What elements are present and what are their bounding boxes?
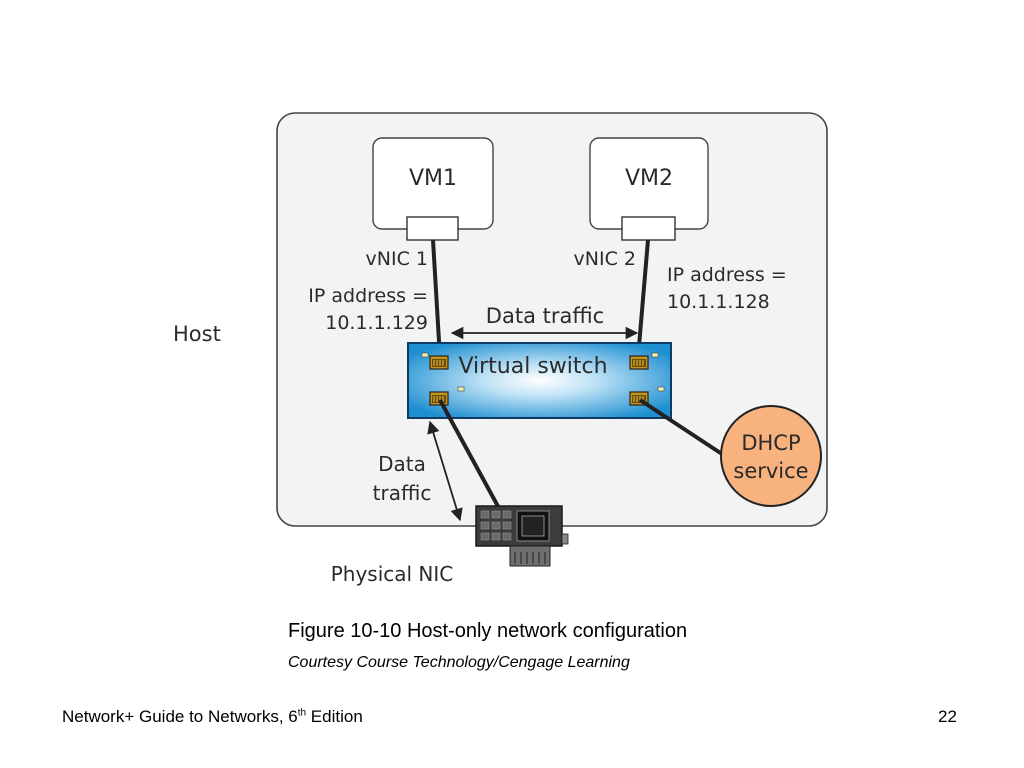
footer-book-sup: th xyxy=(297,707,307,719)
vm2-ip-line1: IP address = xyxy=(667,264,787,286)
physical-nic-card-icon xyxy=(475,505,569,567)
vm1-ip-line1: IP address = xyxy=(308,285,428,307)
data-traffic-top-label: Data traffic xyxy=(486,304,604,328)
vnic2-connector xyxy=(621,216,676,241)
switch-port-icon xyxy=(429,391,449,406)
physical-nic-cable xyxy=(438,399,502,511)
data-traffic-bottom-line2: traffic xyxy=(373,481,432,505)
virtual-switch-label: Virtual switch xyxy=(458,354,607,379)
vm2-cable xyxy=(636,239,650,359)
footer-book-suffix: Edition xyxy=(306,707,363,726)
dhcp-label-line2: service xyxy=(733,459,808,483)
port-led-icon xyxy=(421,352,429,358)
dhcp-cable xyxy=(638,398,727,458)
switch-port-icon xyxy=(429,355,449,370)
port-led-icon xyxy=(651,352,659,358)
data-traffic-bottom-line1: Data xyxy=(378,452,426,476)
vm1-cable xyxy=(431,239,442,359)
dhcp-service-node xyxy=(720,405,822,507)
data-traffic-arrow-bottom xyxy=(427,420,463,522)
port-led-icon xyxy=(657,386,665,392)
dhcp-label-line1: DHCP xyxy=(741,431,800,455)
figure-credit: Courtesy Course Technology/Cengage Learn… xyxy=(288,654,630,671)
port-led-icon xyxy=(457,386,465,392)
vm1-label: VM1 xyxy=(409,166,457,191)
vnic2-label: vNIC 2 xyxy=(574,248,636,270)
switch-port-icon xyxy=(629,355,649,370)
footer-book-title: Network+ Guide to Networks, 6th Edition xyxy=(62,707,363,727)
physical-nic-label: Physical NIC xyxy=(331,562,454,586)
vnic1-connector xyxy=(406,216,459,241)
page-number: 22 xyxy=(938,707,957,726)
figure-caption: Figure 10-10 Host-only network configura… xyxy=(288,620,688,642)
vm2-ip-line2: 10.1.1.128 xyxy=(667,291,770,313)
vnic1-label: vNIC 1 xyxy=(366,248,428,270)
virtual-switch xyxy=(407,342,672,419)
vm1-ip-line2: 10.1.1.129 xyxy=(325,312,428,334)
vm2-label: VM2 xyxy=(625,166,673,191)
footer-book-prefix: Network+ Guide to Networks, 6 xyxy=(62,707,298,726)
host-label: Host xyxy=(173,322,221,346)
